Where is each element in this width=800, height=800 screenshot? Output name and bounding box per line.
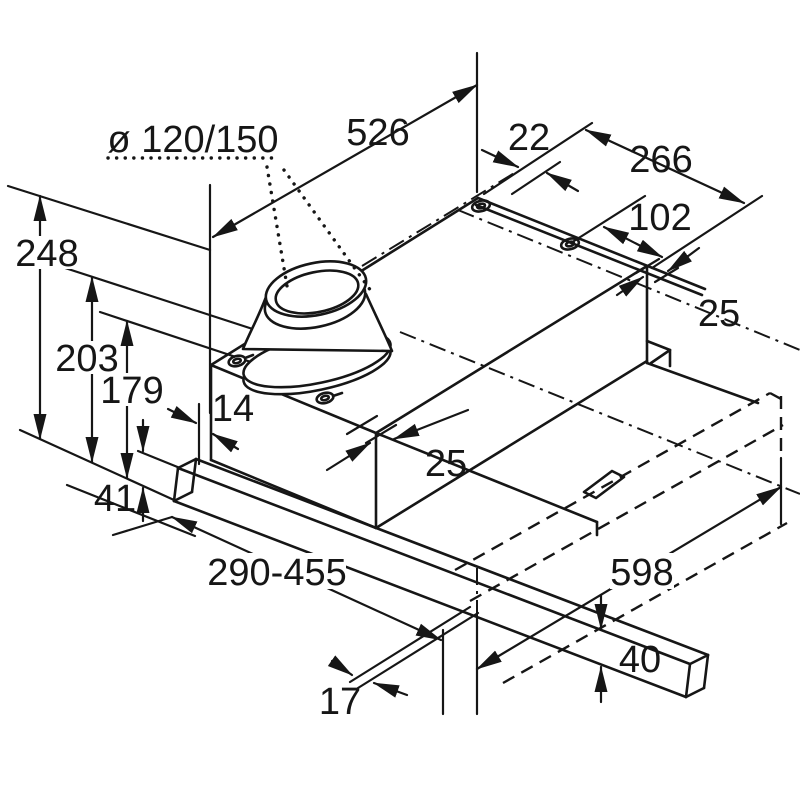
label-25-top: 25 — [698, 293, 740, 335]
label-179: 179 — [100, 370, 163, 412]
label-290-455: 290-455 — [207, 552, 346, 594]
flange-screw-left — [227, 353, 255, 368]
dim-526 — [211, 83, 479, 239]
label-41: 41 — [94, 478, 136, 520]
label-40: 40 — [619, 639, 661, 681]
label-266: 266 — [629, 139, 692, 181]
dim-14-left-arrow — [166, 406, 198, 425]
dim-22-right-arrow — [545, 171, 580, 193]
label-22: 22 — [508, 117, 550, 159]
dim-22-left-arrow — [480, 148, 520, 169]
dim-17-right-arrow — [372, 681, 409, 698]
dim-25-top — [615, 246, 701, 297]
duct-collar — [227, 260, 394, 405]
flange-screw-front — [315, 391, 344, 405]
mounting-hole-back-right — [559, 237, 581, 251]
dim-17-left-arrow — [327, 655, 354, 677]
dimension-labels: ø 120/150 526 22 266 102 25 248 203 179 … — [15, 112, 740, 723]
label-14: 14 — [212, 388, 254, 430]
label-526: 526 — [346, 112, 409, 154]
dim-25-front — [325, 408, 470, 472]
label-203: 203 — [55, 338, 118, 380]
dim-266 — [584, 128, 746, 205]
label-25-front: 25 — [425, 443, 467, 485]
visor-handle — [582, 469, 626, 500]
label-backgrounds — [18, 236, 674, 589]
label-598: 598 — [610, 552, 673, 594]
label-duct-diameter: ø 120/150 — [107, 119, 278, 161]
label-248: 248 — [15, 233, 78, 275]
label-102: 102 — [628, 197, 691, 239]
label-17: 17 — [319, 681, 361, 723]
dim-14-right-arrow — [211, 432, 240, 453]
dim-102 — [602, 225, 664, 259]
